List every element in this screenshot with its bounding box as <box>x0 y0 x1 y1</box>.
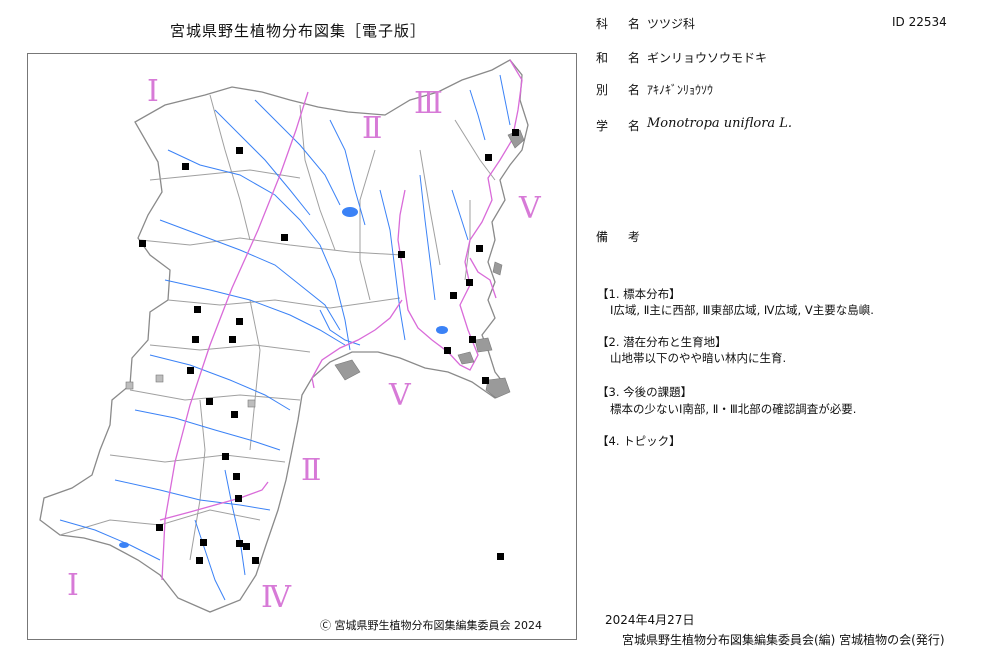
record-marker <box>192 336 199 343</box>
note-heading: 【2. 潜在分布と生育地】 <box>597 335 727 349</box>
record-marker <box>233 473 240 480</box>
region-label: Ⅴ <box>388 378 412 413</box>
record-marker <box>182 163 189 170</box>
record-marker <box>466 279 473 286</box>
coastal-islands <box>334 129 525 399</box>
japanese-name-label: 和 名 <box>596 51 648 65</box>
record-marker <box>444 347 451 354</box>
record-marker <box>229 336 236 343</box>
lake <box>436 326 448 334</box>
record-marker <box>139 240 146 247</box>
region-label: Ⅰ <box>67 568 79 603</box>
region-label: Ⅴ <box>518 191 542 226</box>
record-marker <box>398 251 405 258</box>
region-lines <box>159 59 523 581</box>
lake <box>342 207 358 217</box>
region-label: Ⅲ <box>414 86 443 121</box>
map-frame <box>27 53 577 640</box>
record-marker <box>236 540 243 547</box>
family-value: ツツジ科 <box>647 17 696 31</box>
record-marker <box>235 495 242 502</box>
record-marker <box>222 453 229 460</box>
alt-name-label: 別 名 <box>596 83 648 97</box>
record-marker <box>512 129 519 136</box>
region-label: Ⅰ <box>147 74 159 109</box>
region-labels: Ⅰ Ⅱ Ⅲ Ⅴ Ⅴ Ⅱ Ⅰ Ⅳ <box>67 74 542 615</box>
record-marker <box>196 557 203 564</box>
record-marker <box>497 553 504 560</box>
record-marker <box>200 539 207 546</box>
alt-name-value: ｱｷﾉｷﾞﾝﾘｮｳｿｳ <box>647 83 714 97</box>
record-marker <box>156 524 163 531</box>
region-label: Ⅱ <box>362 111 382 146</box>
record-marker <box>236 318 243 325</box>
region-label: Ⅳ <box>261 580 292 615</box>
record-marker <box>281 234 288 241</box>
record-marker <box>187 367 194 374</box>
publication-date: 2024年4月27日 <box>605 613 695 627</box>
lake <box>119 542 129 548</box>
map-title: 宮城県野生植物分布図集［電子版］ <box>170 22 427 40</box>
remarks-label: 備 考 <box>596 230 648 244</box>
scientific-name-value: Monotropa uniflora L. <box>647 116 793 131</box>
note-heading: 【4. トピック】 <box>597 434 681 448</box>
record-marker <box>252 557 259 564</box>
note-heading: 【1. 標本分布】 <box>597 287 681 301</box>
record-marker <box>450 292 457 299</box>
record-marker <box>231 411 238 418</box>
scientific-name-label: 学 名 <box>596 119 648 133</box>
record-marker <box>485 154 492 161</box>
note-heading: 【3. 今後の課題】 <box>597 385 693 399</box>
record-marker <box>206 398 213 405</box>
publisher: 宮城県野生植物分布図集編集委員会(編) 宮城植物の会(発行) <box>622 633 945 647</box>
record-marker <box>482 377 489 384</box>
record-marker <box>194 306 201 313</box>
family-label: 科 名 <box>596 17 648 31</box>
species-id: ID 22534 <box>892 15 947 29</box>
prefecture-outline <box>39 59 529 613</box>
note-body: Ⅰ広域, Ⅱ主に西部, Ⅲ東部広域, Ⅳ広域, Ⅴ主要な島嶼. <box>610 303 874 317</box>
note-body: 標本の少ないⅠ南部, Ⅱ・Ⅲ北部の確認調査が必要. <box>610 402 857 416</box>
specimen-records <box>139 129 519 564</box>
region-label: Ⅱ <box>301 453 321 488</box>
record-marker <box>243 543 250 550</box>
record-marker <box>469 336 476 343</box>
municipal-boundaries <box>59 94 496 561</box>
record-marker <box>236 147 243 154</box>
uncertain-records <box>125 374 256 408</box>
rivers <box>59 74 511 601</box>
japanese-name-value: ギンリョウソウモドキ <box>647 51 768 65</box>
record-marker <box>476 245 483 252</box>
note-body: 山地帯以下のやや暗い林内に生育. <box>610 351 787 365</box>
copyright-notice: Ⓒ 宮城県野生植物分布図集編集委員会 2024 <box>320 619 542 632</box>
